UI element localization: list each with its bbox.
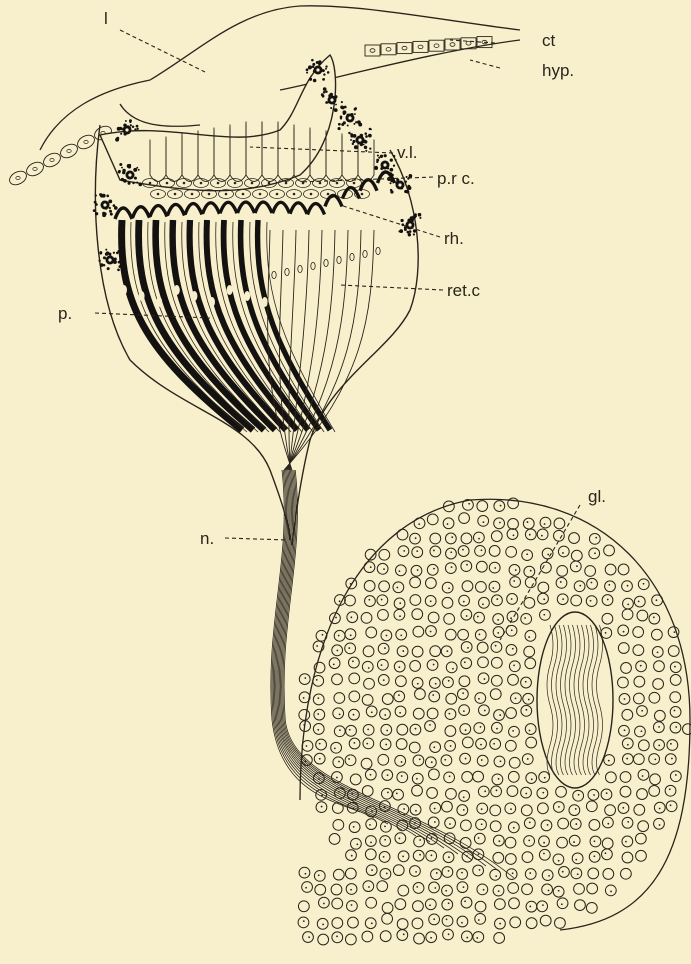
- label-rhabdoms: rh.: [444, 230, 464, 247]
- hypodermis-cells-left: [7, 123, 114, 187]
- ganglion-outline: [300, 499, 690, 930]
- label-vitreous-layer: v.l.: [397, 144, 417, 161]
- label-nerve: n.: [200, 530, 214, 547]
- cuticle-surface: [40, 6, 520, 150]
- hypodermis-cells-right: [365, 37, 492, 56]
- ganglion-cells: [298, 498, 691, 945]
- label-hypodermis: hyp.: [542, 62, 574, 79]
- label-pre-retinal-cells: p.r c.: [437, 170, 475, 187]
- pigmented-retinal-cells: [121, 220, 335, 432]
- label-pigment: p.: [58, 305, 72, 322]
- label-retinal-cells: ret.c: [447, 282, 480, 299]
- label-ganglion: gl.: [588, 488, 606, 505]
- label-cuticle: ct: [542, 32, 555, 49]
- ganglion-central-mass: [537, 612, 613, 788]
- label-lens: l: [104, 10, 108, 27]
